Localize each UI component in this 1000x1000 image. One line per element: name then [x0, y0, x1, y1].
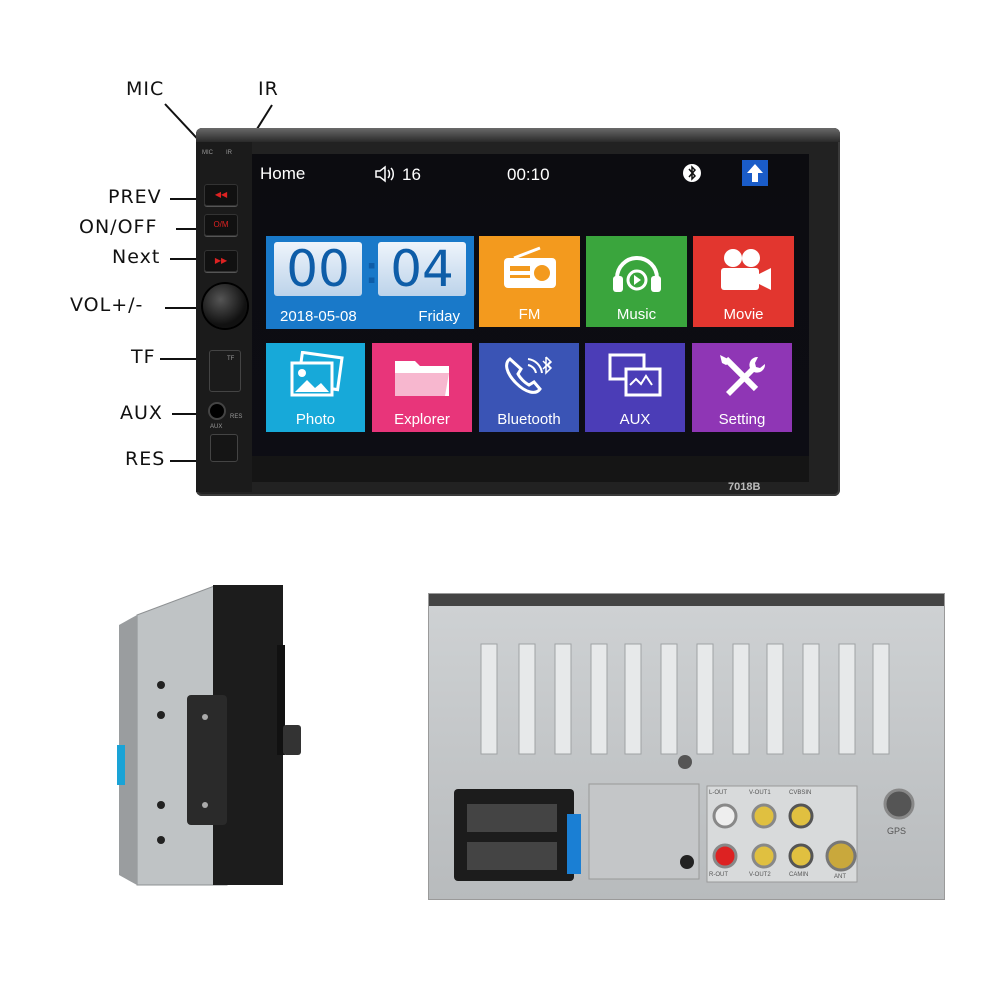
photo-icon	[290, 351, 344, 397]
tile-label: Setting	[718, 411, 766, 428]
callout-prev: PREV	[108, 186, 162, 208]
clock-hours: 00	[274, 242, 362, 296]
tile-music[interactable]: Music	[586, 236, 687, 327]
rear-label-lout: L-OUT	[709, 790, 727, 796]
prev-icon: ◀◀	[214, 190, 228, 199]
prev-button[interactable]: ◀◀	[204, 184, 238, 206]
leader-line-tf	[160, 358, 208, 360]
callout-next: Next	[112, 246, 161, 268]
callout-aux: AUX	[120, 402, 163, 424]
radio-icon	[503, 246, 556, 288]
tile-bluetooth[interactable]: Bluetooth	[479, 343, 579, 432]
tile-label: Photo	[295, 411, 336, 428]
rear-label-camin: CAMIN	[789, 872, 809, 878]
bluetooth-icon	[683, 162, 701, 189]
leader-line-res	[170, 460, 210, 462]
tile-setting[interactable]: Setting	[692, 343, 792, 432]
home-arrow-icon[interactable]	[742, 160, 768, 186]
callout-res: RES	[125, 448, 166, 470]
rear-label-ant: ANT	[834, 874, 846, 880]
next-button[interactable]: ▶▶	[204, 250, 238, 272]
rear-label-vout2: V-OUT2	[749, 872, 771, 878]
callout-onoff: ON/OFF	[79, 216, 158, 238]
panel-label-ir: IR	[226, 150, 232, 156]
rear-panel: L-OUT V-OUT1 CVBSIN R-OUT V-OUT2 CAMIN A…	[428, 593, 945, 900]
tile-label: Bluetooth	[497, 411, 561, 428]
leader-line-aux	[172, 413, 208, 415]
side-view	[115, 584, 301, 886]
leader-line-next	[170, 258, 204, 260]
callout-vol: VOL+/-	[70, 294, 144, 316]
tf-card-slot[interactable]	[209, 350, 241, 392]
tools-icon	[720, 355, 766, 396]
volume-level: 16	[402, 165, 421, 184]
model-number: 7018B	[728, 481, 761, 493]
rear-label-gps: GPS	[887, 826, 907, 836]
aux-jack[interactable]	[210, 404, 224, 418]
callout-mic: MIC	[126, 78, 165, 100]
leader-line-onoff	[176, 228, 204, 230]
tile-movie[interactable]: Movie	[693, 236, 794, 327]
clock-date: 2018-05-08	[280, 308, 357, 325]
rear-label-vout1: V-OUT1	[749, 790, 771, 796]
panel-label-res: RES	[230, 414, 243, 420]
tile-explorer[interactable]: Explorer	[372, 343, 472, 432]
panel-label-tf: TF	[227, 356, 235, 362]
status-time: 00:10	[507, 165, 550, 184]
panel-label-aux: AUX	[210, 424, 223, 430]
status-title: Home	[260, 164, 306, 183]
leader-line-prev	[170, 198, 204, 200]
clock-minutes: 04	[378, 242, 466, 296]
callout-tf: TF	[131, 346, 156, 368]
tile-label: FM	[518, 306, 541, 323]
tile-label: Music	[616, 306, 657, 323]
next-icon: ▶▶	[214, 256, 228, 265]
leader-line-vol	[165, 307, 203, 309]
tile-photo[interactable]: Photo	[266, 343, 365, 432]
clock-widget[interactable]: 00 : 04 2018-05-08 Friday	[266, 236, 474, 329]
rear-label-cvbsin: CVBSIN	[789, 790, 812, 796]
tile-aux[interactable]: AUX	[585, 343, 685, 432]
folder-icon	[395, 361, 449, 396]
camera-icon	[720, 249, 771, 290]
reset-button[interactable]	[210, 434, 238, 462]
tile-fm[interactable]: FM	[479, 236, 580, 327]
phone-bluetooth-icon	[505, 356, 553, 394]
clock-colon: :	[365, 248, 379, 292]
aux-screens-icon	[608, 353, 662, 397]
tile-label: Explorer	[394, 411, 450, 428]
speaker-icon[interactable]	[374, 164, 396, 189]
screen-bezel-bottom	[252, 456, 809, 482]
tile-label: Movie	[723, 306, 764, 323]
rear-label-rout: R-OUT	[709, 872, 728, 878]
headphones-icon	[612, 256, 661, 292]
panel-label-mic: MIC	[202, 150, 213, 156]
power-button[interactable]: O/M	[204, 214, 238, 236]
clock-day: Friday	[418, 308, 460, 325]
callout-ir: IR	[258, 78, 279, 100]
head-unit-top-edge	[196, 128, 840, 142]
tile-label: AUX	[619, 411, 651, 428]
power-label: O/M	[213, 220, 229, 229]
volume-knob[interactable]	[203, 284, 247, 328]
